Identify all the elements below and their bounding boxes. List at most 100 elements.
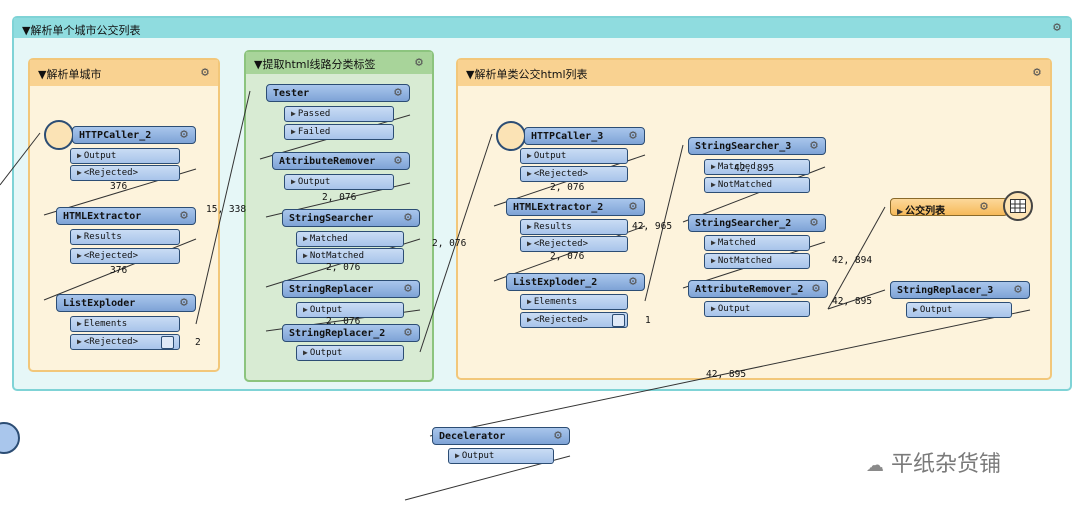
port-notmatched[interactable]: ▶NotMatched	[704, 177, 810, 193]
watermark: ☁ 平纸杂货铺	[866, 452, 1002, 477]
stringsearcher3-header[interactable]: StringSearcher_3 ⚙	[688, 137, 826, 155]
port-triangle-icon: ▶	[77, 337, 82, 346]
port-output[interactable]: ▶Output	[906, 302, 1012, 318]
gear-icon[interactable]: ⚙	[1053, 20, 1061, 35]
gear-icon[interactable]: ⚙	[629, 199, 637, 214]
gear-icon[interactable]: ⚙	[404, 210, 412, 225]
transformer-name: StringReplacer_2	[289, 328, 386, 339]
port-triangle-icon: ▶	[897, 207, 904, 216]
port-triangle-icon: ▶	[711, 180, 716, 189]
port-matched[interactable]: ▶Matched	[704, 235, 810, 251]
port-results[interactable]: ▶Results	[70, 229, 180, 245]
listexploder2-header[interactable]: ListExploder_2 ⚙	[506, 273, 645, 291]
port-output[interactable]: ▶Output	[704, 301, 810, 317]
stringreplacer3-header[interactable]: StringReplacer_3 ⚙	[890, 281, 1030, 299]
port-rejected[interactable]: ▶<Rejected>	[70, 248, 180, 264]
gear-icon[interactable]: ⚙	[629, 128, 637, 143]
port-triangle-icon: ▶	[77, 319, 82, 328]
gear-icon[interactable]: ⚙	[394, 85, 402, 100]
port-notmatched[interactable]: ▶NotMatched	[704, 253, 810, 269]
attributeremover2-header[interactable]: AttributeRemover_2 ⚙	[688, 280, 828, 298]
port-matched[interactable]: ▶Matched	[296, 231, 404, 247]
gear-icon[interactable]: ⚙	[394, 153, 402, 168]
port-triangle-icon: ▶	[77, 168, 82, 177]
port-elements[interactable]: ▶Elements	[70, 316, 180, 332]
bookmark-city-header[interactable]: ▼解析单城市 ⚙	[30, 60, 218, 86]
collapse-triangle-icon[interactable]: ▼	[254, 58, 263, 71]
gear-icon[interactable]: ⚙	[404, 325, 412, 340]
port-rejected[interactable]: ▶<Rejected>	[520, 166, 628, 182]
feature-count: 42, 965	[632, 221, 673, 232]
httpcaller2-header[interactable]: HTTPCaller_2 ⚙	[72, 126, 196, 144]
htmlextractor-header[interactable]: HTMLExtractor ⚙	[56, 207, 196, 225]
port-output[interactable]: ▶Output	[520, 148, 628, 164]
port-rejected[interactable]: ▶<Rejected>	[520, 236, 628, 252]
wire-attrrem2-replacer3[interactable]	[827, 289, 886, 310]
gear-icon[interactable]: ⚙	[629, 274, 637, 289]
collapse-triangle-icon[interactable]: ▼	[22, 24, 31, 37]
tester-header[interactable]: Tester ⚙	[266, 84, 410, 102]
gear-icon[interactable]: ⚙	[180, 127, 188, 142]
bookmark-list-header[interactable]: ▼解析单类公交html列表 ⚙	[458, 60, 1050, 86]
port-triangle-icon: ▶	[77, 151, 82, 160]
writer-header[interactable]: ▶公交列表 ⚙	[890, 198, 1008, 217]
gear-icon[interactable]: ⚙	[180, 295, 188, 310]
port-output[interactable]: ▶Output	[448, 448, 554, 464]
port-output[interactable]: ▶Output	[70, 148, 180, 164]
collapse-triangle-icon[interactable]: ▼	[466, 68, 475, 81]
port-elements[interactable]: ▶Elements	[520, 294, 628, 310]
decelerator-header[interactable]: Decelerator ⚙	[432, 427, 570, 445]
port-failed[interactable]: ▶Failed	[284, 124, 394, 140]
feature-count: 2, 076	[322, 192, 357, 203]
feature-count: 42, 895	[734, 163, 775, 174]
port-triangle-icon: ▶	[711, 256, 716, 265]
inspect-checkbox[interactable]	[161, 336, 174, 349]
wire-replacer3-decel[interactable]	[429, 309, 1031, 437]
port-output[interactable]: ▶Output	[296, 302, 404, 318]
gear-icon[interactable]: ⚙	[810, 138, 818, 153]
collapse-triangle-icon[interactable]: ▼	[38, 68, 47, 81]
gear-icon[interactable]: ⚙	[980, 199, 988, 214]
attributeremover-header[interactable]: AttributeRemover ⚙	[272, 152, 410, 170]
feature-count: 2, 076	[326, 316, 361, 327]
wire-replacer2-http3[interactable]	[419, 133, 493, 353]
port-rejected[interactable]: ▶<Rejected>	[70, 334, 180, 350]
port-notmatched[interactable]: ▶NotMatched	[296, 248, 404, 264]
gear-icon[interactable]: ⚙	[1033, 65, 1041, 80]
stringreplacer-header[interactable]: StringReplacer ⚙	[282, 280, 420, 298]
gear-icon[interactable]: ⚙	[554, 428, 562, 443]
port-passed[interactable]: ▶Passed	[284, 106, 394, 122]
stringsearcher2-header[interactable]: StringSearcher_2 ⚙	[688, 214, 826, 232]
wire-htmlext2-listexp2[interactable]	[493, 225, 646, 282]
wire-listexp2-search3[interactable]	[644, 144, 684, 302]
gear-icon[interactable]: ⚙	[415, 55, 423, 70]
gear-icon[interactable]: ⚙	[812, 281, 820, 296]
htmlextractor2-header[interactable]: HTMLExtractor_2 ⚙	[506, 198, 645, 216]
gear-icon[interactable]: ⚙	[201, 65, 209, 80]
bookmark-tags-header[interactable]: ▼提取html线路分类标签 ⚙	[246, 52, 432, 74]
port-rejected[interactable]: ▶<Rejected>	[70, 165, 180, 181]
bookmark-tags-title: ▼提取html线路分类标签	[254, 58, 376, 71]
port-triangle-icon: ▶	[291, 109, 296, 118]
port-output[interactable]: ▶Output	[284, 174, 394, 190]
httpcaller3-header[interactable]: HTTPCaller_3 ⚙	[524, 127, 645, 145]
port-rejected[interactable]: ▶<Rejected>	[520, 312, 628, 328]
listexploder-header[interactable]: ListExploder ⚙	[56, 294, 196, 312]
stringsearcher-header[interactable]: StringSearcher ⚙	[282, 209, 420, 227]
port-matched[interactable]: ▶Matched	[704, 159, 810, 175]
wire-listexp-tester[interactable]	[195, 90, 251, 325]
bookmark-outer-header[interactable]: ▼解析单个城市公交列表 ⚙	[14, 18, 1070, 38]
gear-icon[interactable]: ⚙	[810, 215, 818, 230]
inspect-checkbox[interactable]	[612, 314, 625, 327]
wire-in-httpcaller2[interactable]	[0, 132, 41, 186]
gear-icon[interactable]: ⚙	[404, 281, 412, 296]
port-results[interactable]: ▶Results	[520, 219, 628, 235]
gear-icon[interactable]: ⚙	[180, 208, 188, 223]
wire-attrrem2-writer[interactable]	[827, 206, 886, 310]
wire-search3-search2[interactable]	[682, 166, 826, 223]
feature-count: 376	[110, 265, 128, 276]
gear-icon[interactable]: ⚙	[1014, 282, 1022, 297]
transformer-name: AttributeRemover_2	[695, 284, 804, 295]
stringreplacer2-header[interactable]: StringReplacer_2 ⚙	[282, 324, 420, 342]
port-output[interactable]: ▶Output	[296, 345, 404, 361]
